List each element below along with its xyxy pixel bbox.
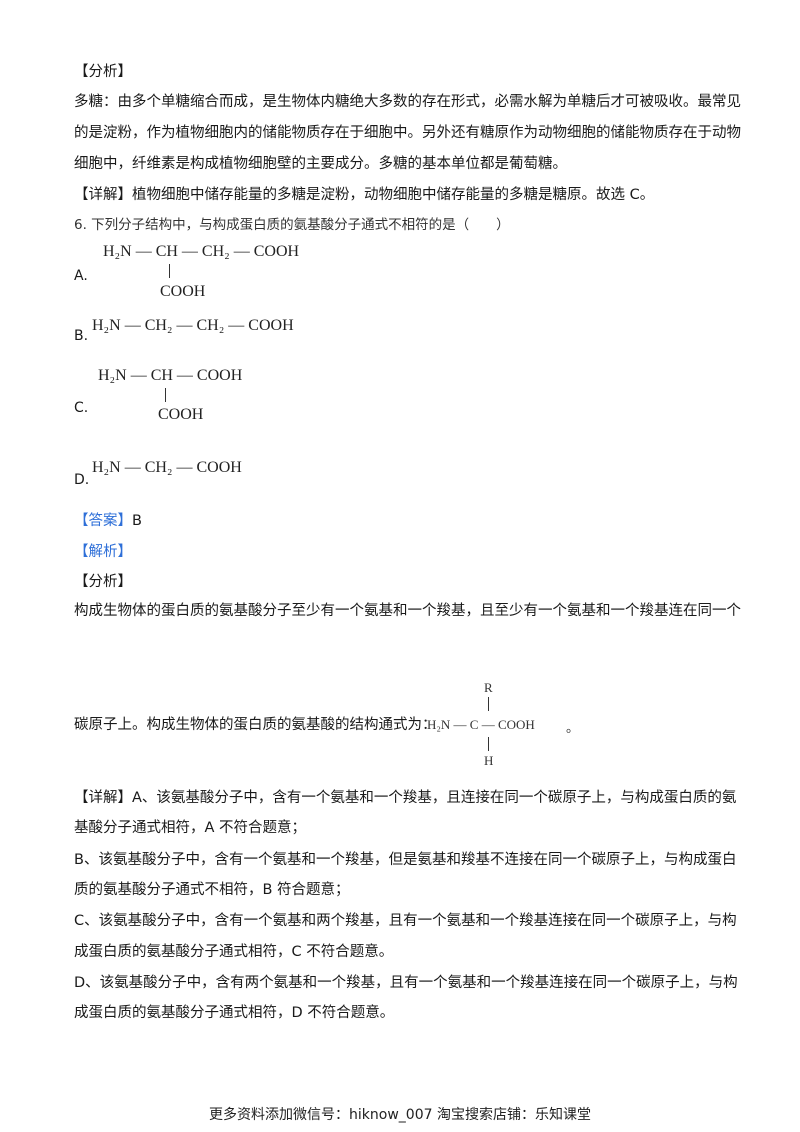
detail2-line-4: 质的氨基酸分子通式不相符，B 符合题意； [74, 882, 350, 898]
option-c-bond [165, 388, 166, 402]
detail2-line-6: 成蛋白质的氨基酸分子通式相符，C 不符合题意。 [74, 944, 394, 960]
question-text: 6. 下列分子结构中，与构成蛋白质的氨基酸分子通式不相符的是（ ） [74, 217, 510, 233]
option-d-formula: H₂N — CH₂ — COOH [92, 459, 242, 476]
detail2-line-7: D、该氨基酸分子中，含有两个氨基和一个羧基，且有一个氨基和一个羧基连接在同一个碳… [74, 975, 738, 991]
detail2-line-8: 成蛋白质的氨基酸分子通式相符，D 不符合题意。 [74, 1005, 395, 1021]
formula-main: H₂N — C — COOH [427, 717, 535, 732]
analysis-line-3: 细胞中，纤维素是构成植物细胞壁的主要成分。多糖的基本单位都是葡萄糖。 [74, 156, 567, 172]
detail-line: 【详解】植物细胞中储存能量的多糖是淀粉，动物细胞中储存能量的多糖是糖原。故选 C… [74, 187, 655, 203]
analysis2-line-2: 碳原子上。构成生物体的蛋白质的氨基酸的结构通式为： [74, 717, 437, 733]
answer-value: B [132, 513, 142, 529]
formula-end: 。 [566, 720, 580, 735]
formula-bond-top [488, 697, 489, 711]
answer-label: 【答案】 [74, 513, 132, 529]
option-a-bond [169, 264, 170, 278]
analysis2-heading: 【分析】 [74, 574, 132, 590]
option-b-formula: H₂N — CH₂ — CH₂ — COOH [92, 317, 294, 334]
analysis-line-2: 的是淀粉，作为植物细胞内的储能物质存在于细胞中。另外还有糖原作为动物细胞的储能物… [74, 125, 741, 141]
analysis-line-1: 多糖：由多个单糖缩合而成，是生物体内糖绝大多数的存在形式，必需水解为单糖后才可被… [74, 94, 741, 110]
analysis-heading: 【分析】 [74, 64, 132, 80]
page-footer: 更多资料添加微信号：hiknow_007 淘宝搜索店铺：乐知课堂 [209, 1107, 591, 1123]
option-a-formula: H₂N — CH — CH₂ — COOH [103, 243, 300, 260]
detail2-line-5: C、该氨基酸分子中，含有一个氨基和两个羧基，且有一个氨基和一个羧基连接在同一个碳… [74, 913, 737, 929]
option-a-label: A. [74, 268, 88, 284]
detail2-line-2: 基酸分子通式相符，A 不符合题意； [74, 820, 307, 836]
formula-r: R [484, 680, 493, 695]
explain-label: 【解析】 [74, 544, 132, 560]
answer-line: 【答案】B [74, 511, 142, 531]
detail2-line-1: 【详解】A、该氨基酸分子中，含有一个氨基和一个羧基，且连接在同一个碳原子上，与构… [74, 790, 737, 806]
option-a-branch: COOH [160, 283, 206, 300]
option-c-branch: COOH [158, 406, 204, 423]
detail2-line-3: B、该氨基酸分子中，含有一个氨基和一个羧基，但是氨基和羧基不连接在同一个碳原子上… [74, 852, 737, 868]
option-c-label: C. [74, 400, 89, 416]
option-d-label: D. [74, 472, 90, 488]
formula-h: H [484, 753, 494, 768]
analysis2-line-1: 构成生物体的蛋白质的氨基酸分子至少有一个氨基和一个羧基，且至少有一个氨基和一个羧… [74, 603, 741, 619]
formula-bond-bottom [488, 737, 489, 751]
option-c-formula: H₂N — CH — COOH [98, 367, 243, 384]
option-b-label: B. [74, 328, 89, 344]
